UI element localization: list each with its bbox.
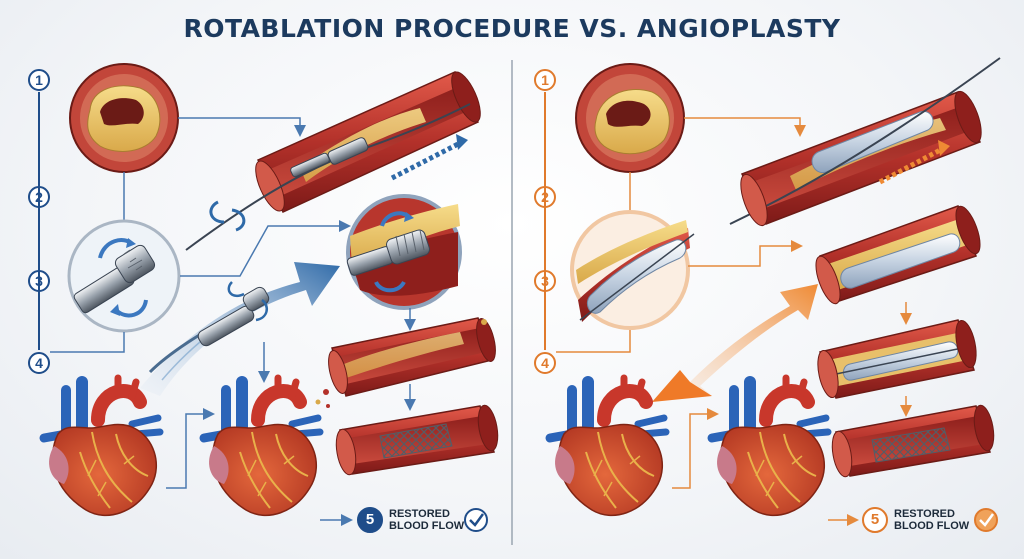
right-stent-vessel xyxy=(831,404,995,478)
right-balloon-vessel xyxy=(729,57,1001,227)
left-outcome-line2: BLOOD FLOW xyxy=(389,520,465,532)
right-compressed-vessel xyxy=(817,319,977,399)
right-outcome-line2: BLOOD FLOW xyxy=(894,520,970,532)
left-big-arrow xyxy=(140,262,340,396)
right-step-4: 4 xyxy=(534,352,556,374)
right-heart-1 xyxy=(550,378,666,515)
left-outcome-number: 5 xyxy=(357,507,383,533)
right-heart-2 xyxy=(712,378,828,515)
left-catheter xyxy=(148,281,270,374)
left-cross-section xyxy=(69,63,179,173)
right-balloon-zoom xyxy=(570,210,695,330)
left-vessel-drill xyxy=(185,71,481,251)
right-outcome-number: 5 xyxy=(862,507,888,533)
page-title: ROTABLATION PROCEDURE VS. ANGIOPLASTY xyxy=(183,14,841,43)
right-check-icon xyxy=(974,508,998,532)
left-step-4: 4 xyxy=(28,352,50,374)
left-stent-vessel xyxy=(335,404,499,476)
left-burr-zoom xyxy=(67,219,181,333)
right-outcome-line1: RESTORED xyxy=(894,508,955,520)
right-step-1: 1 xyxy=(534,69,556,91)
left-debris-vessel xyxy=(315,317,496,408)
right-inflated-vessel xyxy=(815,205,981,305)
left-step-1: 1 xyxy=(28,69,50,91)
left-outcome-label: RESTORED BLOOD FLOW xyxy=(389,508,464,532)
right-cross-section xyxy=(575,63,685,173)
left-removal-zoom xyxy=(346,194,462,310)
right-big-arrow xyxy=(652,284,818,402)
left-heart-1 xyxy=(44,378,160,515)
left-outcome-line1: RESTORED xyxy=(389,508,450,520)
left-check-icon xyxy=(464,508,488,532)
right-outcome-label: RESTORED BLOOD FLOW xyxy=(894,508,969,532)
left-heart-2 xyxy=(204,378,320,515)
rotation-icon xyxy=(209,200,246,232)
